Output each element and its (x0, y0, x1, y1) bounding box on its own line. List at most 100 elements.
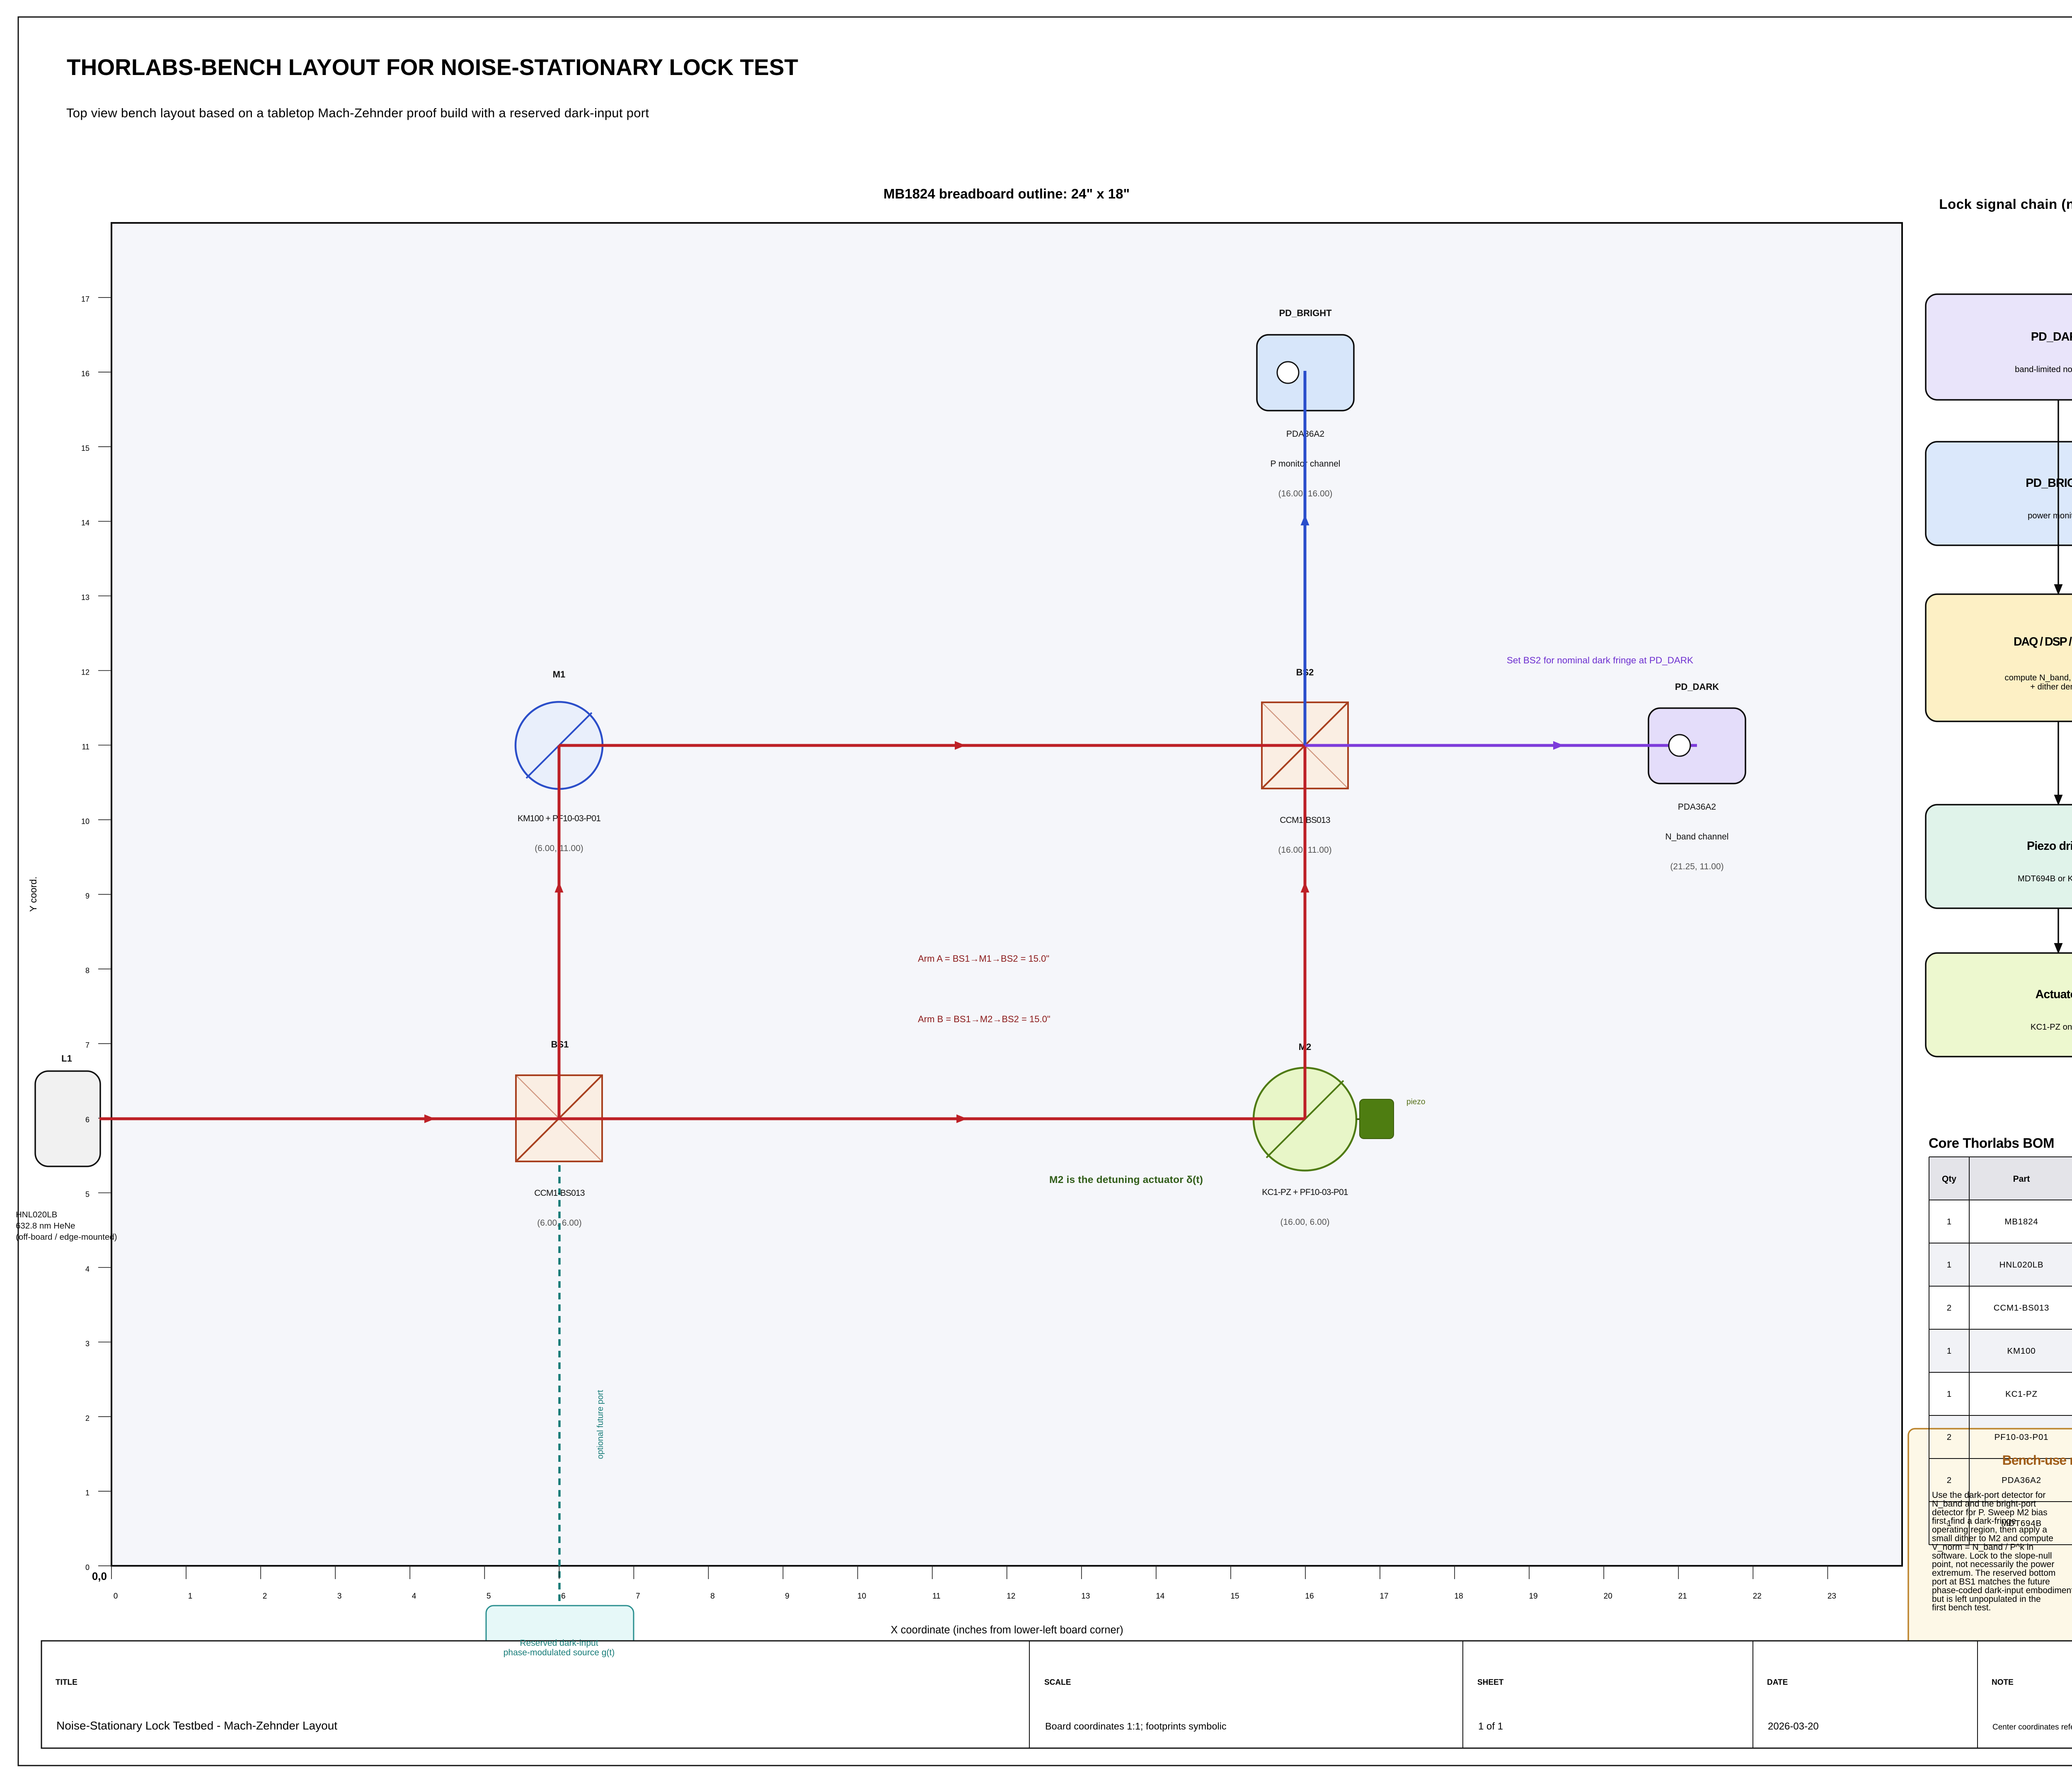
svg-text:9: 9 (85, 892, 90, 900)
svg-text:1: 1 (1947, 1519, 1951, 1528)
svg-text:Piezo driver: Piezo driver (2027, 839, 2072, 853)
svg-text:2026-03-20: 2026-03-20 (1768, 1721, 1819, 1732)
svg-text:5: 5 (487, 1592, 491, 1601)
svg-text:Actuator: Actuator (2036, 988, 2072, 1001)
svg-text:MB1824: MB1824 (2004, 1217, 2038, 1226)
svg-text:Qty: Qty (1942, 1174, 1956, 1184)
svg-text:Arm A = BS1→M1→BS2 = 15.0": Arm A = BS1→M1→BS2 = 15.0" (918, 953, 1049, 964)
svg-text:Noise-Stationary Lock Testbed: Noise-Stationary Lock Testbed - Mach-Zeh… (56, 1719, 337, 1732)
svg-text:8: 8 (710, 1592, 715, 1601)
svg-text:23: 23 (1828, 1592, 1836, 1601)
svg-text:10: 10 (81, 817, 90, 825)
svg-text:11: 11 (932, 1592, 941, 1601)
svg-text:0,0: 0,0 (92, 1570, 107, 1582)
svg-text:PF10-03-P01: PF10-03-P01 (1995, 1432, 2049, 1442)
svg-text:12: 12 (81, 668, 90, 676)
svg-text:16: 16 (81, 370, 90, 378)
svg-text:N_band channel: N_band channel (1665, 832, 1729, 842)
svg-text:operating region, then apply a: operating region, then apply a (1932, 1525, 2047, 1535)
svg-text:small dither to M2 and compute: small dither to M2 and compute (1932, 1534, 2053, 1543)
svg-text:phase-modulated source g(t): phase-modulated source g(t) (503, 1648, 615, 1657)
svg-text:TITLE: TITLE (56, 1678, 77, 1687)
svg-text:DATE: DATE (1767, 1678, 1788, 1687)
svg-text:band-limited noise path: band-limited noise path (2015, 365, 2072, 374)
svg-text:compute N_band, P, V_norm: compute N_band, P, V_norm (2005, 673, 2072, 682)
svg-text:17: 17 (1380, 1592, 1388, 1601)
svg-text:1: 1 (188, 1592, 193, 1601)
svg-text:CCM1-BS013: CCM1-BS013 (534, 1188, 585, 1198)
svg-text:HNL020LB: HNL020LB (16, 1210, 57, 1219)
svg-text:(16.00, 6.00): (16.00, 6.00) (1280, 1217, 1329, 1227)
svg-text:9: 9 (785, 1592, 789, 1601)
svg-text:software. Lock to the slope-nu: software. Lock to the slope-null (1932, 1551, 2052, 1560)
svg-text:0: 0 (114, 1592, 118, 1601)
svg-text:L1: L1 (61, 1053, 72, 1064)
svg-text:PD_BRIGHT: PD_BRIGHT (1279, 308, 1332, 318)
svg-text:(21.25, 11.00): (21.25, 11.00) (1670, 862, 1723, 871)
svg-text:632.8 nm HeNe: 632.8 nm HeNe (16, 1221, 75, 1231)
svg-text:optional future port: optional future port (596, 1390, 605, 1459)
svg-text:2: 2 (1947, 1476, 1951, 1485)
svg-text:1: 1 (85, 1489, 90, 1497)
svg-text:KC1-PZ + PF10-03-P01: KC1-PZ + PF10-03-P01 (1262, 1188, 1348, 1197)
svg-text:8: 8 (85, 967, 90, 975)
svg-text:Arm B = BS1→M2→BS2 = 15.0": Arm B = BS1→M2→BS2 = 15.0" (918, 1014, 1051, 1024)
svg-text:14: 14 (81, 519, 90, 527)
svg-text:1: 1 (1947, 1389, 1951, 1399)
svg-text:first, find a dark-fringe: first, find a dark-fringe (1932, 1517, 2016, 1526)
svg-text:1: 1 (1947, 1217, 1951, 1226)
svg-text:power monitor P: power monitor P (2028, 511, 2072, 520)
svg-text:Board coordinates 1:1; footpri: Board coordinates 1:1; footprints symbol… (1045, 1721, 1227, 1732)
svg-text:1: 1 (1947, 1346, 1951, 1356)
svg-text:N_band and the bright-port: N_band and the bright-port (1932, 1499, 2036, 1509)
svg-text:1 of 1: 1 of 1 (1478, 1721, 1503, 1732)
svg-text:0: 0 (85, 1563, 90, 1572)
svg-text:18: 18 (1455, 1592, 1463, 1601)
svg-text:Center coordinates referenced: Center coordinates referenced to lower-l… (1992, 1723, 2072, 1732)
svg-text:(6.00, 6.00): (6.00, 6.00) (537, 1218, 581, 1228)
svg-text:20: 20 (1604, 1592, 1612, 1601)
svg-text:Top view bench layout based on: Top view bench layout based on a tableto… (66, 106, 649, 120)
svg-text:5: 5 (85, 1190, 90, 1199)
svg-text:Core Thorlabs BOM: Core Thorlabs BOM (1929, 1135, 2054, 1151)
svg-text:(off-board / edge-mounted): (off-board / edge-mounted) (16, 1232, 117, 1242)
svg-text:1: 1 (1947, 1260, 1951, 1270)
svg-text:HNL020LB: HNL020LB (1999, 1260, 2044, 1270)
svg-text:15: 15 (81, 444, 90, 452)
svg-text:14: 14 (1156, 1592, 1165, 1601)
svg-text:PDA36A2: PDA36A2 (1678, 802, 1716, 812)
svg-text:3: 3 (337, 1592, 342, 1601)
svg-text:21: 21 (1678, 1592, 1687, 1601)
svg-text:13: 13 (81, 593, 90, 602)
svg-text:V_norm = N_band / P^k in: V_norm = N_band / P^k in (1932, 1542, 2033, 1552)
svg-text:10: 10 (857, 1592, 866, 1601)
svg-text:M1: M1 (553, 669, 566, 680)
svg-text:port at BS1 matches the future: port at BS1 matches the future (1932, 1577, 2050, 1587)
svg-text:MDT694B or KPC101: MDT694B or KPC101 (2018, 874, 2072, 883)
svg-text:PD_DARK: PD_DARK (2031, 330, 2072, 343)
svg-text:12: 12 (1007, 1592, 1015, 1601)
svg-text:SHEET: SHEET (1477, 1678, 1504, 1687)
svg-text:phase-coded dark-input embodim: phase-coded dark-input embodiment (1932, 1586, 2072, 1595)
svg-text:Reserved dark-input: Reserved dark-input (520, 1638, 598, 1648)
svg-text:MDT694B: MDT694B (2001, 1519, 2042, 1528)
svg-text:13: 13 (1081, 1592, 1090, 1601)
svg-text:3: 3 (85, 1340, 90, 1348)
svg-text:PDA36A2: PDA36A2 (2002, 1476, 2041, 1485)
svg-text:+ dither demod: + dither demod (2030, 682, 2072, 692)
svg-text:MB1824 breadboard outline: 24": MB1824 breadboard outline: 24" x 18" (884, 186, 1130, 201)
svg-text:Use the dark-port detector for: Use the dark-port detector for (1932, 1490, 2045, 1500)
svg-text:Y coord.: Y coord. (28, 876, 39, 912)
svg-text:KC1-PZ on M2: KC1-PZ on M2 (2031, 1023, 2072, 1032)
svg-text:PD_BRIGHT: PD_BRIGHT (2026, 477, 2072, 490)
svg-text:19: 19 (1529, 1592, 1538, 1601)
svg-text:4: 4 (85, 1265, 90, 1273)
svg-text:SCALE: SCALE (1044, 1678, 1071, 1687)
svg-text:Bench-use notes: Bench-use notes (2002, 1453, 2072, 1468)
svg-text:11: 11 (82, 743, 90, 751)
svg-text:extremum. The reserved bottom: extremum. The reserved bottom (1932, 1568, 2055, 1578)
svg-text:2: 2 (85, 1414, 90, 1422)
svg-text:first bench test.: first bench test. (1932, 1603, 1991, 1613)
svg-text:Set BS2 for nominal dark fring: Set BS2 for nominal dark fringe at PD_DA… (1507, 655, 1693, 665)
svg-text:but is left unpopulated in the: but is left unpopulated in the (1932, 1594, 2041, 1604)
